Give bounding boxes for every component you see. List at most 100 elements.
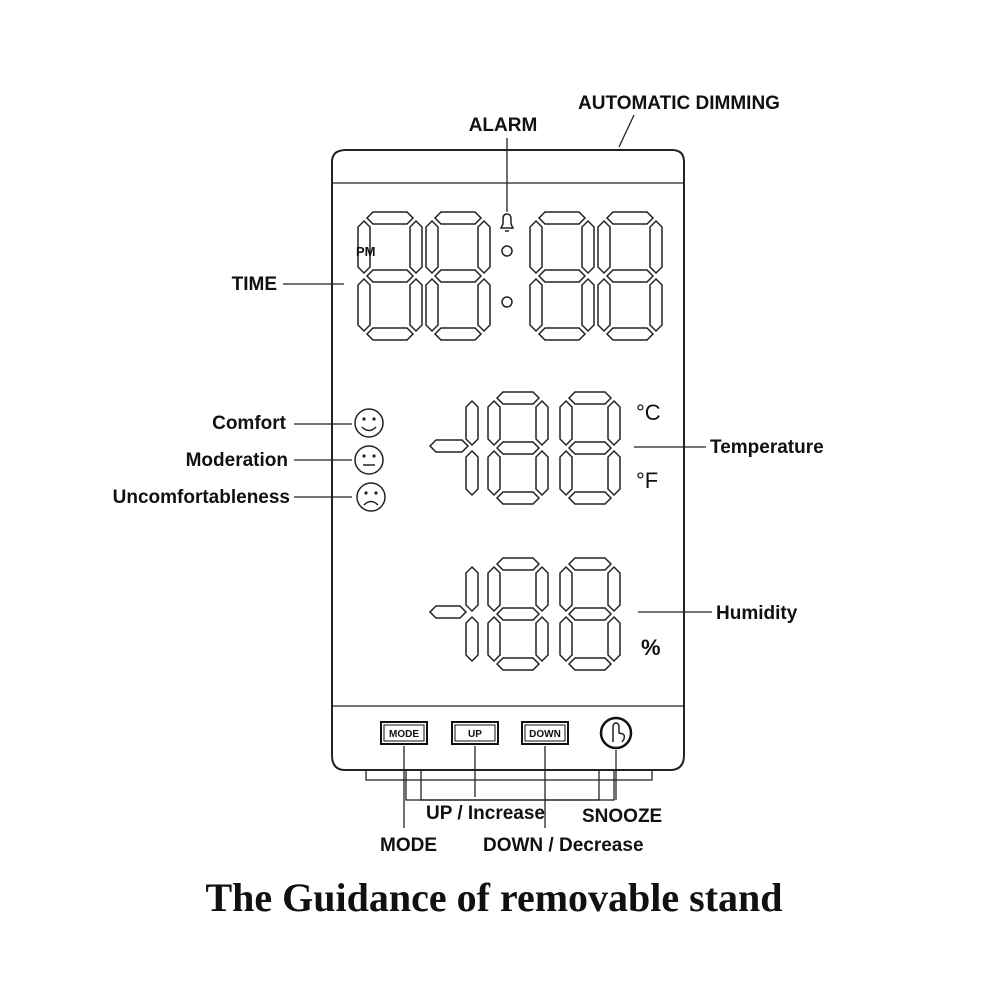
- humidity-label: Humidity: [716, 603, 798, 624]
- comfort-face-icon: [354, 408, 384, 438]
- lcd-segment: [581, 219, 595, 275]
- lcd-segment: [425, 219, 439, 275]
- uncomfortableness-face-icon: [356, 482, 386, 512]
- lcd-segment: [535, 565, 549, 613]
- lcd-segment: [535, 449, 549, 497]
- lcd-segment: [465, 615, 479, 663]
- svg-text:UP: UP: [468, 729, 482, 740]
- alarm-label: ALARM: [469, 115, 538, 136]
- clock-body-outline: [331, 149, 685, 771]
- lcd-segment: [495, 557, 541, 571]
- time-hour-digits: [357, 211, 491, 341]
- uncomfortableness-label: Uncomfortableness: [113, 487, 290, 508]
- time-colon-lower-dot: [501, 296, 513, 308]
- humidity-digits: [428, 557, 621, 671]
- lcd-segment: [605, 211, 655, 225]
- lcd-segment: [409, 219, 423, 275]
- up-increase-label: UP / Increase: [426, 803, 545, 824]
- lcd-segment: [487, 565, 501, 613]
- lcd-segment: [428, 605, 468, 619]
- lcd-segment: [597, 277, 611, 333]
- lcd-segment: [495, 491, 541, 505]
- lcd-segment: [433, 327, 483, 341]
- lcd-segment: [357, 277, 371, 333]
- lcd-segment: [529, 277, 543, 333]
- lcd-segment: [465, 565, 479, 613]
- comfort-label: Comfort: [212, 413, 287, 434]
- lcd-segment: [559, 565, 573, 613]
- time-colon-upper-dot: [501, 245, 513, 257]
- lcd-segment: [365, 269, 415, 283]
- lcd-segment: [495, 607, 541, 621]
- lcd-segment: [535, 615, 549, 663]
- lcd-segment: [605, 269, 655, 283]
- lcd-segment: [607, 399, 621, 447]
- lcd-segment: [567, 557, 613, 571]
- lcd-segment: [607, 565, 621, 613]
- lcd-segment: [529, 219, 543, 275]
- snooze-label: SNOOZE: [582, 806, 662, 827]
- lcd-segment: [365, 211, 415, 225]
- up-button[interactable]: UP: [451, 721, 499, 745]
- lcd-segment: [487, 615, 501, 663]
- removable-stand: [365, 769, 653, 801]
- snooze-touch-button-icon[interactable]: [599, 716, 633, 750]
- automatic-dimming-label: AUTOMATIC DIMMING: [578, 93, 780, 114]
- lcd-segment: [567, 441, 613, 455]
- time-label: TIME: [232, 274, 277, 295]
- lcd-segment: [559, 449, 573, 497]
- moderation-face-icon: [354, 445, 384, 475]
- lcd-segment: [487, 449, 501, 497]
- mode-button[interactable]: MODE: [380, 721, 428, 745]
- lcd-segment: [357, 219, 371, 275]
- leader-lines: [283, 114, 712, 828]
- fahrenheit-unit: °F: [636, 468, 658, 493]
- lcd-segment: [559, 615, 573, 663]
- lcd-segment: [477, 219, 491, 275]
- time-minute-digits: [529, 211, 663, 341]
- lcd-segment: [537, 327, 587, 341]
- celsius-unit: °C: [636, 400, 661, 425]
- lcd-segment: [537, 211, 587, 225]
- mode-label: MODE: [380, 835, 437, 856]
- lcd-segment: [495, 657, 541, 671]
- temperature-label: Temperature: [710, 437, 824, 458]
- lcd-segment: [597, 219, 611, 275]
- alarm-bell-icon: [499, 213, 515, 232]
- temperature-digits: [428, 391, 621, 505]
- svg-text:DOWN: DOWN: [529, 729, 561, 740]
- lcd-segment: [487, 399, 501, 447]
- lcd-segment: [535, 399, 549, 447]
- lcd-segment: [567, 607, 613, 621]
- lcd-segment: [495, 391, 541, 405]
- lcd-segment: [465, 399, 479, 447]
- lcd-segment: [425, 277, 439, 333]
- lcd-segment: [559, 399, 573, 447]
- lcd-segment: [581, 277, 595, 333]
- lcd-segment: [433, 269, 483, 283]
- lcd-segment: [409, 277, 423, 333]
- lcd-segment: [495, 441, 541, 455]
- lcd-segment: [433, 211, 483, 225]
- lcd-segment: [567, 391, 613, 405]
- down-decrease-label: DOWN / Decrease: [483, 835, 644, 856]
- percent-unit: %: [641, 635, 661, 660]
- lcd-segment: [365, 327, 415, 341]
- lcd-segment: [465, 449, 479, 497]
- lcd-segment: [649, 219, 663, 275]
- down-button[interactable]: DOWN: [521, 721, 569, 745]
- lcd-segment: [537, 269, 587, 283]
- lcd-segment: [649, 277, 663, 333]
- lcd-segment: [428, 439, 470, 453]
- pm-indicator: PM: [356, 244, 376, 259]
- lcd-segment: [477, 277, 491, 333]
- lcd-segment: [607, 449, 621, 497]
- lcd-segment: [567, 657, 613, 671]
- caption: The Guidance of removable stand: [205, 875, 782, 920]
- moderation-label: Moderation: [186, 450, 288, 471]
- lcd-segment: [607, 615, 621, 663]
- svg-text:MODE: MODE: [389, 729, 419, 740]
- lcd-segment: [567, 491, 613, 505]
- lcd-segment: [605, 327, 655, 341]
